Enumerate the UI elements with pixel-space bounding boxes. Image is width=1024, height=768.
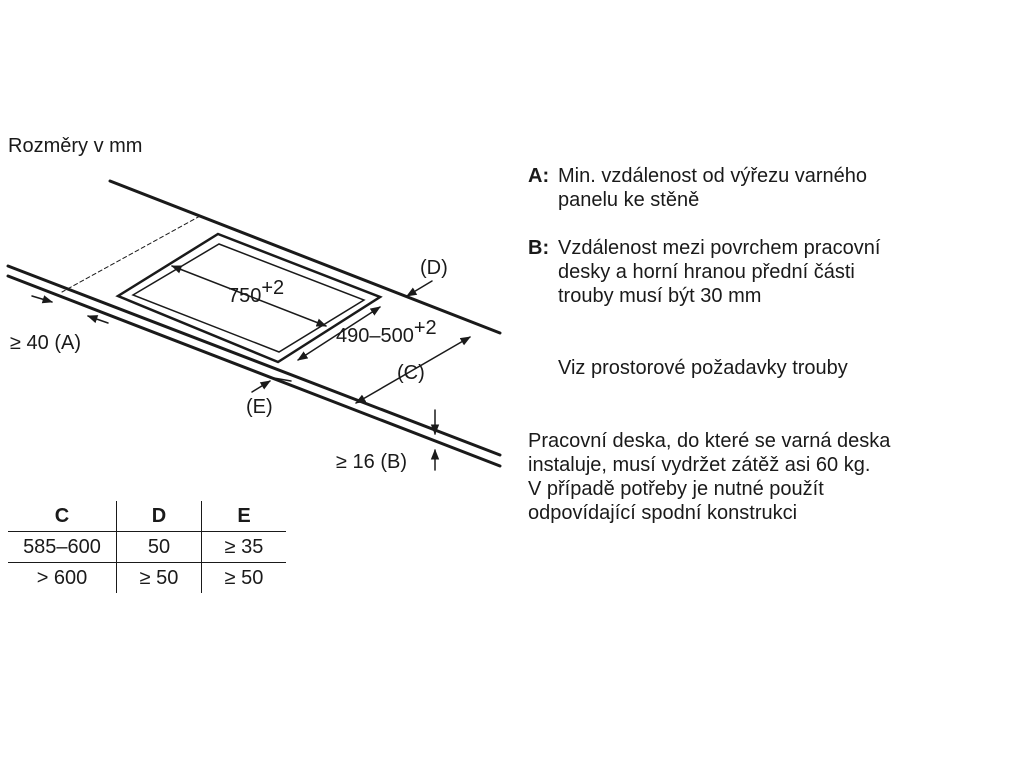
dim-e-tick bbox=[267, 376, 292, 382]
note-b-line3: trouby musí být 30 mm bbox=[558, 285, 762, 307]
table-row: 585–600 50 ≥ 35 bbox=[8, 531, 286, 563]
note-b-key: B: bbox=[528, 237, 550, 259]
dim-750-label: 750+2 bbox=[228, 277, 284, 307]
table-row: > 600 ≥ 50 ≥ 50 bbox=[8, 562, 286, 593]
label-d: (D) bbox=[420, 257, 448, 279]
dim-490-line bbox=[297, 306, 381, 361]
label-c: (C) bbox=[397, 362, 425, 384]
note-a-key: A: bbox=[528, 165, 550, 187]
dim-a-left bbox=[31, 295, 54, 304]
note-worktop-line1: Pracovní deska, do které se varná deska bbox=[528, 430, 891, 452]
page-title: Rozměry v mm bbox=[8, 135, 143, 157]
table-cell: 585–600 bbox=[8, 531, 117, 563]
dim-c-line bbox=[355, 336, 471, 404]
table-cell: ≥ 35 bbox=[201, 531, 286, 563]
note-worktop-line4: odpovídající spodní konstrukci bbox=[528, 502, 798, 524]
dimension-table: C D E 585–600 50 ≥ 35 > 600 ≥ 50 ≥ 50 bbox=[8, 501, 286, 593]
table-cell: 50 bbox=[116, 531, 202, 563]
note-b-line1: Vzdálenost mezi povrchem pracovní bbox=[558, 237, 881, 259]
worktop-front-edge-top bbox=[6, 264, 502, 457]
table-cell: ≥ 50 bbox=[201, 562, 286, 593]
note-a-line2: panelu ke stěně bbox=[558, 189, 700, 211]
dim-d-line bbox=[406, 280, 433, 297]
wall-dashed-line bbox=[61, 215, 201, 293]
table-header-e: E bbox=[201, 501, 286, 532]
label-b: ≥ 16 (B) bbox=[336, 451, 407, 473]
worktop-front-edge-bottom bbox=[6, 274, 502, 468]
dim-e-line bbox=[251, 380, 271, 393]
note-worktop-line3: V případě potřeby je nutné použít bbox=[528, 478, 824, 500]
note-b-line2: desky a horní hranou přední části bbox=[558, 261, 855, 283]
label-e: (E) bbox=[246, 396, 273, 418]
label-a: ≥ 40 (A) bbox=[10, 332, 81, 354]
note-worktop-line2: instaluje, musí vydržet zátěž asi 60 kg. bbox=[528, 454, 871, 476]
table-cell: ≥ 50 bbox=[116, 562, 202, 593]
note-worktop: Pracovní deska, do které se varná deska … bbox=[528, 429, 968, 525]
table-header-c: C bbox=[54, 504, 70, 527]
worktop-back-edge bbox=[108, 179, 502, 335]
dim-a-right bbox=[87, 315, 109, 324]
note-a-line1: Min. vzdálenost od výřezu varného bbox=[558, 165, 868, 187]
table-cell: > 600 bbox=[36, 566, 88, 589]
note-oven: Viz prostorové požadavky trouby bbox=[558, 357, 848, 379]
dim-490-label: 490–500+2 bbox=[336, 317, 437, 347]
table-header-d: D bbox=[116, 501, 202, 532]
